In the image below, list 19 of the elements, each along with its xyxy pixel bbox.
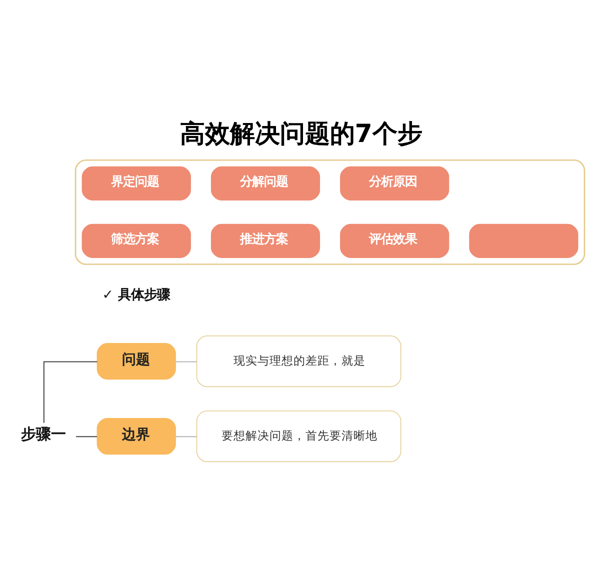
node-box: 推进方案: [210, 223, 320, 258]
connector: [175, 436, 198, 437]
node-box: 现实与理想的差距，就是: [196, 334, 402, 387]
diagram-title: 高效解决问题的7个步: [180, 118, 422, 148]
connector: [43, 360, 98, 423]
connector: [175, 360, 198, 362]
node-box: 边界: [96, 417, 176, 454]
node-box: 分析原因: [340, 166, 450, 200]
node-box: 筛选方案: [82, 223, 191, 258]
node-box: 分解问题: [210, 166, 320, 200]
node-text: 步骤一: [21, 424, 66, 443]
node-box: 问题: [96, 342, 176, 380]
node-box: [469, 223, 578, 258]
connector: [76, 436, 98, 437]
node-box: 界定问题: [82, 166, 191, 200]
node-box: 要想解决问题，首先要清晰地: [196, 410, 402, 462]
label: ✓ 具体步骤: [102, 288, 170, 303]
node-box: 评估效果: [340, 223, 450, 258]
cluster: [74, 158, 586, 264]
